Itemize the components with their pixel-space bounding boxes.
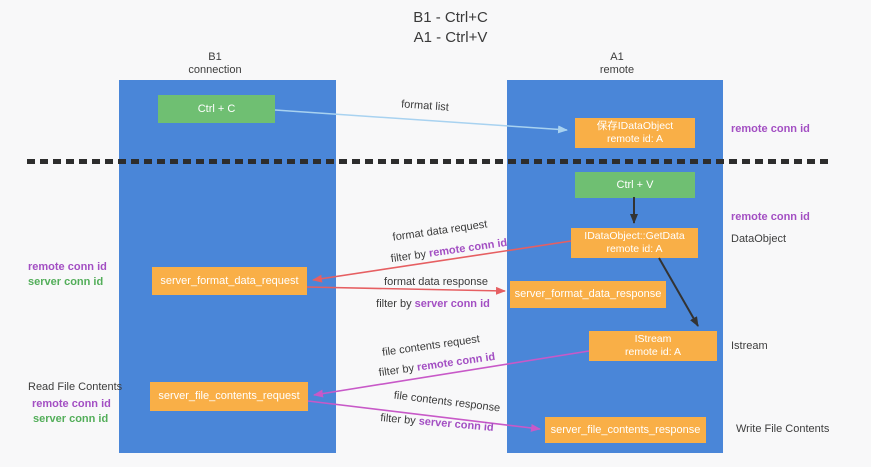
filter-by-text: filter by	[376, 298, 415, 310]
file-contents-response-arrow-label: file contents response	[393, 389, 501, 415]
istream-line2: remote id: A	[624, 346, 682, 358]
getdata-line2: remote id: A	[606, 243, 663, 255]
read-file-contents-label: Read File Contents	[28, 381, 123, 393]
write-file-contents-label: Write File Contents	[736, 423, 830, 435]
ctrl-c-box: Ctrl + C	[158, 95, 275, 123]
server-file-contents-response-label: server_file_contents_response	[550, 423, 701, 436]
phase-separator-dashed-line	[27, 159, 833, 164]
getdata-line1: IDataObject::GetData	[584, 230, 685, 242]
filter-key-remote-conn-id: remote conn id	[428, 236, 508, 260]
server-format-data-request-label: server_format_data_request	[160, 274, 299, 287]
filter-by-text: filter by	[390, 247, 430, 266]
ctrl-v-box: Ctrl + V	[575, 172, 695, 198]
save-idataobject-line2: remote id: A	[606, 133, 663, 145]
filter-by-text: filter by	[378, 361, 418, 380]
getdata-text: IDataObject::GetData remote id: A	[584, 230, 684, 256]
format-data-request-arrow-label: format data request	[391, 218, 489, 244]
format-list-arrow-label: format list	[400, 98, 450, 114]
server-format-data-response-box: server_format_data_response	[510, 281, 666, 308]
remote-conn-id-label-top-right: remote conn id	[731, 123, 810, 135]
lane-header-b1: B1 connection	[115, 51, 315, 77]
server-file-contents-response-box: server_file_contents_response	[545, 417, 706, 443]
save-idataobject-box: 保存IDataObject remote id: A	[575, 118, 695, 148]
dataobject-label: DataObject	[731, 233, 787, 245]
lane-header-a1: A1 remote	[517, 51, 717, 77]
save-idataobject-line1: 保存IDataObject	[596, 120, 674, 132]
diagram-title: B1 - Ctrl+C A1 - Ctrl+V	[30, 8, 871, 48]
remote-conn-id-label-mid-right: remote conn id	[731, 211, 810, 223]
server-format-data-response-label: server_format_data_response	[514, 288, 662, 300]
lane-b1-name: B1	[208, 51, 222, 63]
title-line-2: A1 - Ctrl+V	[413, 29, 488, 46]
file-contents-response-filter-label: filter by server conn id	[380, 412, 494, 434]
ctrl-c-label: Ctrl + C	[197, 102, 236, 115]
format-data-response-filter-label: filter by server conn id	[376, 298, 490, 310]
server-conn-id-label-mid-left: server conn id	[28, 276, 104, 288]
lane-a1-name: A1	[610, 51, 624, 63]
format-data-response-arrow-label: format data response	[384, 276, 488, 288]
lane-a1-role: remote	[599, 64, 635, 76]
lane-b1-role: connection	[188, 64, 242, 76]
remote-conn-id-label-bottom-left: remote conn id	[32, 398, 111, 410]
server-conn-id-label-bottom-left: server conn id	[33, 413, 109, 425]
istream-line1: IStream	[634, 333, 672, 345]
server-file-contents-request-box: server_file_contents_request	[150, 382, 308, 411]
ctrl-v-label: Ctrl + V	[616, 178, 654, 191]
save-idataobject-text: 保存IDataObject remote id: A	[597, 120, 673, 146]
server-format-data-request-box: server_format_data_request	[152, 267, 307, 295]
filter-key-remote-conn-id: remote conn id	[416, 350, 496, 374]
istream-side-label: Istream	[731, 340, 768, 352]
filter-key-server-conn-id: server conn id	[418, 415, 495, 434]
istream-box: IStream remote id: A	[589, 331, 717, 361]
istream-text: IStream remote id: A	[625, 333, 681, 359]
idataobject-getdata-box: IDataObject::GetData remote id: A	[571, 228, 698, 258]
filter-key-server-conn-id: server conn id	[414, 298, 490, 310]
server-file-contents-request-label: server_file_contents_request	[158, 390, 300, 402]
title-line-1: B1 - Ctrl+C	[413, 9, 488, 26]
remote-conn-id-label-mid-left: remote conn id	[28, 261, 107, 273]
filter-by-text: filter by	[379, 412, 420, 428]
